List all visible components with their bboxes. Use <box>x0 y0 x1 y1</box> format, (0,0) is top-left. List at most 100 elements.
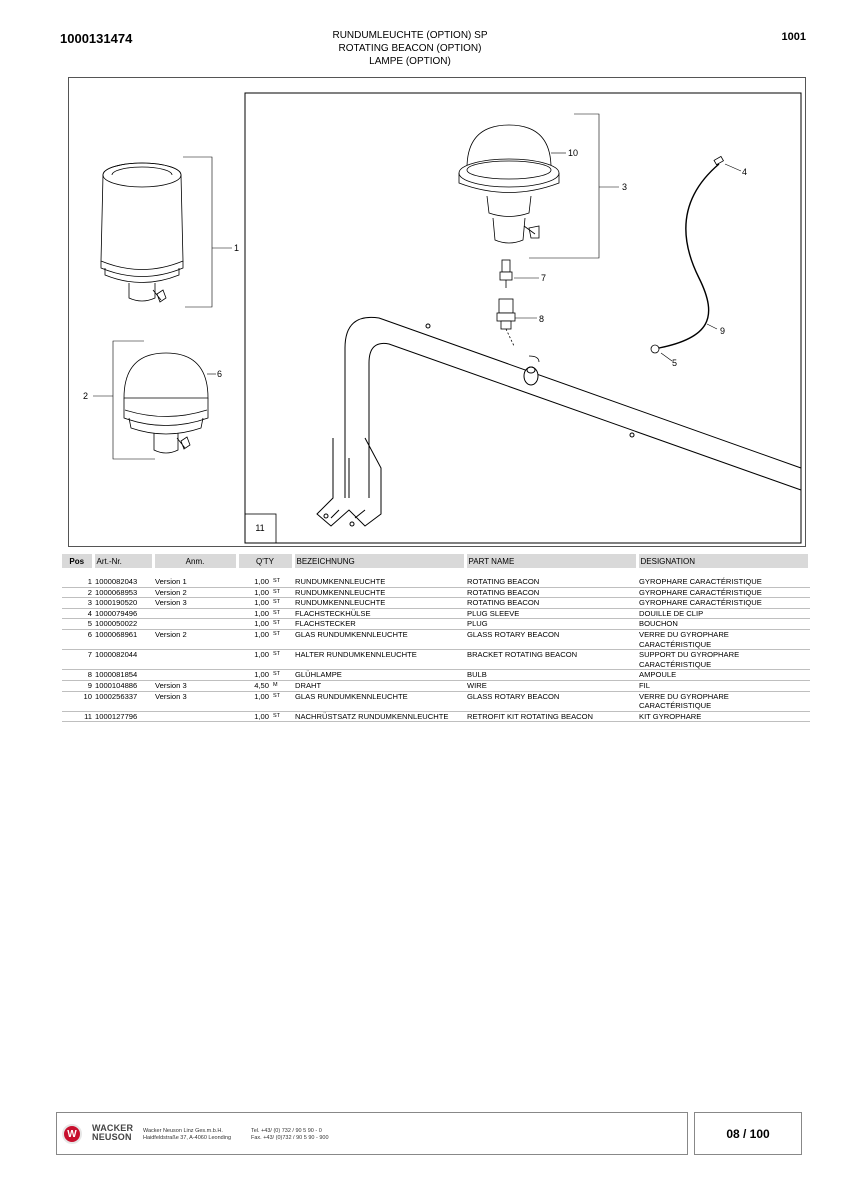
cell-de: DRAHT <box>293 680 465 692</box>
cell-fr: DOUILLE DE CLIP <box>637 608 810 620</box>
cell-art: 1000127796 <box>93 711 153 723</box>
cell-unit: ST <box>269 587 293 599</box>
cell-art: 1000256337 <box>93 691 153 712</box>
cell-en: ROTATING BEACON <box>465 597 637 609</box>
cell-art: 1000081854 <box>93 669 153 681</box>
cell-en: PLUG <box>465 618 637 630</box>
cell-qty: 1,00 <box>237 587 269 599</box>
cell-anm: Version 2 <box>153 629 237 651</box>
cell-unit: ST <box>269 597 293 609</box>
callout-9: 9 <box>720 326 725 336</box>
cell-de: NACHRÜSTSATZ RUNDUMKENNLEUCHTE <box>293 711 465 723</box>
inner-frame <box>244 92 802 544</box>
cell-unit: ST <box>269 608 293 620</box>
cell-anm <box>153 608 237 620</box>
cell-anm <box>153 649 237 671</box>
beacon-version-1 <box>100 162 184 303</box>
cell-art: 1000104886 <box>93 680 153 692</box>
cell-art: 1000079496 <box>93 608 153 620</box>
cell-pos: 11 <box>62 711 93 723</box>
cell-anm: Version 2 <box>153 587 237 599</box>
callout-2: 2 <box>83 391 88 401</box>
fax: Fax. +43/ (0)732 / 90 5 90 - 900 <box>251 1135 329 1141</box>
bulb <box>499 259 513 288</box>
bracket-1 <box>183 156 213 308</box>
cell-unit: M <box>269 680 293 692</box>
bracket-3 <box>529 113 600 259</box>
cell-unit: ST <box>269 669 293 681</box>
cell-fr: AMPOULE <box>637 669 810 681</box>
cell-qty: 1,00 <box>237 649 269 671</box>
cell-art: 1000082043 <box>93 577 153 588</box>
cell-en: RETROFIT KIT ROTATING BEACON <box>465 711 637 723</box>
column-header-en: PART NAME <box>465 554 639 568</box>
cell-pos: 3 <box>62 597 93 609</box>
brand-line-1: WACKER <box>92 1123 134 1133</box>
cell-de: FLACHSTECKER <box>293 618 465 630</box>
cell-en: PLUG SLEEVE <box>465 608 637 620</box>
cell-de: GLÜHLAMPE <box>293 669 465 681</box>
callout-1: 1 <box>234 243 239 253</box>
title-line-fr: LAMPE (OPTION) <box>369 56 451 67</box>
cell-pos: 7 <box>62 649 93 671</box>
cell-unit: ST <box>269 618 293 630</box>
cell-pos: 5 <box>62 618 93 630</box>
cell-qty: 1,00 <box>237 618 269 630</box>
cell-fr: FIL <box>637 680 810 692</box>
cell-unit: ST <box>269 649 293 671</box>
wacker-neuson-logo-icon: W <box>62 1124 82 1144</box>
cell-pos: 1 <box>62 577 93 588</box>
cell-anm <box>153 669 237 681</box>
page-title: RUNDUMLEUCHTE (OPTION) SP ROTATING BEACO… <box>260 29 560 68</box>
bracket-2 <box>112 340 155 460</box>
cell-fr: GYROPHARE CARACTÉRISTIQUE <box>637 577 810 588</box>
cell-anm: Version 3 <box>153 680 237 692</box>
parts-drawing: 11 1 2 6 <box>83 92 802 544</box>
column-header-fr: DESIGNATION <box>637 554 811 568</box>
column-header-de: BEZEICHNUNG <box>293 554 467 568</box>
cell-pos: 9 <box>62 680 93 692</box>
brand-wordmark: WACKER NEUSON <box>92 1124 133 1142</box>
cell-pos: 10 <box>62 691 93 712</box>
cell-anm <box>153 618 237 630</box>
footer-company-box: W WACKER NEUSON Wacker Neuson Linz Ges.m… <box>56 1112 688 1155</box>
cell-pos: 6 <box>62 629 93 651</box>
cell-qty: 4,50 <box>237 680 269 692</box>
cell-qty: 1,00 <box>237 577 269 588</box>
cell-de: HALTER RUNDUMKENNLEUCHTE <box>293 649 465 671</box>
cell-art: 1000068953 <box>93 587 153 599</box>
cell-anm: Version 1 <box>153 577 237 588</box>
inset-label: 11 <box>255 523 264 533</box>
cell-en: BRACKET ROTATING BEACON <box>465 649 637 671</box>
cell-en: ROTATING BEACON <box>465 577 637 588</box>
title-line-de: RUNDUMLEUCHTE (OPTION) SP <box>332 30 488 41</box>
callout-6: 6 <box>217 369 222 379</box>
cell-pos: 4 <box>62 608 93 620</box>
cell-fr: BOUCHON <box>637 618 810 630</box>
column-header-pos: Pos <box>62 554 95 568</box>
cell-unit: ST <box>269 711 293 723</box>
roll-bar-frame <box>316 316 802 527</box>
company-street: Haidfeldstraße 37, A-4060 Leonding <box>143 1135 232 1141</box>
callout-8: 7 <box>541 273 546 283</box>
cell-unit: ST <box>269 577 293 588</box>
cell-qty: 1,00 <box>237 669 269 681</box>
cell-anm: Version 3 <box>153 691 237 712</box>
cell-en: GLASS ROTARY BEACON <box>465 691 637 712</box>
company-address: Wacker Neuson Linz Ges.m.b.H. Haidfeldst… <box>143 1128 231 1142</box>
exploded-view-figure: 11 1 2 6 <box>68 77 806 547</box>
cell-art: 1000068961 <box>93 629 153 651</box>
cell-art: 1000190520 <box>93 597 153 609</box>
company-contact: Tel. +43/ (0) 732 / 90 5 90 - 0 Fax. +43… <box>251 1128 329 1142</box>
page-code: 1001 <box>781 31 806 43</box>
cell-qty: 1,00 <box>237 629 269 651</box>
cell-en: ROTATING BEACON <box>465 587 637 599</box>
cell-de: RUNDUMKENNLEUCHTE <box>293 587 465 599</box>
